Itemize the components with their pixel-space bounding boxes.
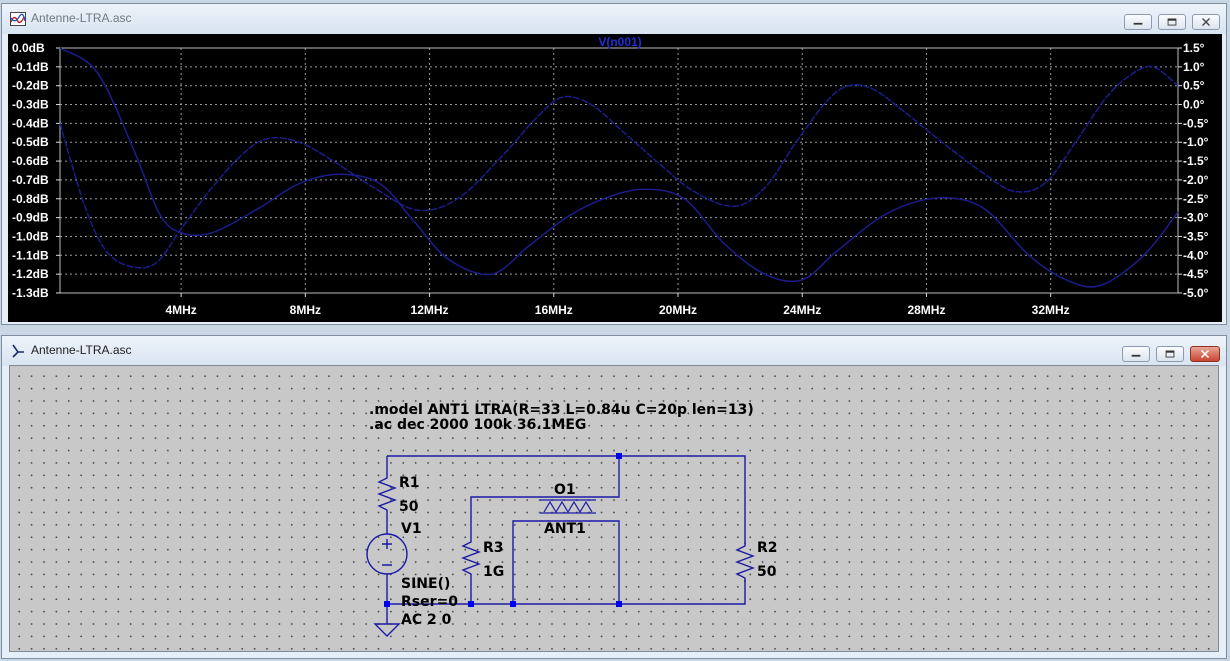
y-left-tick-label: 0.0dB bbox=[12, 41, 45, 55]
x-tick-label: 24MHz bbox=[783, 303, 821, 317]
schematic-window-title: Antenne-LTRA.asc bbox=[31, 343, 132, 357]
y-right-tick-label: -0.5° bbox=[1183, 116, 1209, 130]
waveform-titlebar[interactable]: Antenne-LTRA.asc bbox=[2, 4, 1226, 34]
voltage-source-v1[interactable]: V1 SINE() Rser=0 AC 2 0 bbox=[366, 521, 458, 628]
waveform-app-icon bbox=[10, 12, 26, 26]
y-left-tick-label: -0.6dB bbox=[12, 154, 49, 168]
x-tick-label: 12MHz bbox=[411, 303, 449, 317]
minimize-icon bbox=[1131, 354, 1141, 357]
y-right-tick-label: -2.5° bbox=[1183, 192, 1209, 206]
y-left-tick-label: -0.5dB bbox=[12, 135, 49, 149]
wire-r3-top[interactable] bbox=[470, 496, 556, 538]
close-icon bbox=[1200, 349, 1210, 359]
wire-top[interactable] bbox=[387, 455, 746, 544]
phase-trace bbox=[59, 65, 1179, 269]
resistor-r3[interactable]: R3 1G bbox=[461, 538, 504, 580]
r2-value: 50 bbox=[757, 564, 777, 580]
resistor-r2[interactable]: R2 50 bbox=[735, 540, 778, 582]
x-tick-label: 4MHz bbox=[165, 303, 196, 317]
wire-o1-bottom-right[interactable] bbox=[594, 520, 620, 604]
waveform-window-title: Antenne-LTRA.asc bbox=[31, 11, 132, 25]
ground-icon[interactable] bbox=[373, 623, 401, 637]
y-right-tick-label: 0.5° bbox=[1183, 79, 1205, 93]
x-tick-label: 28MHz bbox=[907, 303, 945, 317]
y-right-tick-label: -4.0° bbox=[1183, 248, 1209, 262]
transmission-line-o1[interactable]: O1 ANT1 bbox=[540, 482, 596, 537]
x-tick-label: 20MHz bbox=[659, 303, 697, 317]
y-right-tick-label: -2.0° bbox=[1183, 173, 1209, 187]
resistor-r1[interactable]: R1 50 bbox=[377, 473, 420, 516]
junction bbox=[616, 453, 622, 459]
magnitude-trace bbox=[59, 47, 1179, 288]
o1-value: ANT1 bbox=[544, 521, 586, 537]
y-left-tick-label: -1.1dB bbox=[12, 248, 49, 262]
y-right-tick-label: -4.5° bbox=[1183, 267, 1209, 281]
r2-name: R2 bbox=[757, 540, 778, 556]
wire-bottom[interactable] bbox=[387, 580, 746, 605]
junction bbox=[616, 601, 622, 607]
y-left-tick-label: -0.4dB bbox=[12, 116, 49, 130]
trace-label: V(n001) bbox=[598, 35, 641, 49]
x-tick-label: 16MHz bbox=[535, 303, 573, 317]
y-right-tick-label: -3.0° bbox=[1183, 211, 1209, 225]
wire-o1-top-right[interactable] bbox=[594, 456, 620, 498]
y-left-tick-label: -1.3dB bbox=[12, 286, 49, 300]
y-right-tick-label: 0.0° bbox=[1183, 98, 1205, 112]
y-left-tick-label: -1.0dB bbox=[12, 229, 49, 243]
schematic-app-icon bbox=[12, 344, 24, 358]
plot-frame bbox=[59, 47, 1179, 294]
maximize-icon bbox=[1167, 18, 1177, 26]
x-tick-label: 32MHz bbox=[1032, 303, 1070, 317]
y-right-tick-label: 1.0° bbox=[1183, 60, 1205, 74]
y-right-tick-label: -5.0° bbox=[1183, 286, 1209, 300]
y-left-tick-label: -0.1dB bbox=[12, 60, 49, 74]
wire-o1-bottom-left[interactable] bbox=[512, 520, 556, 604]
minimize-icon bbox=[1133, 22, 1143, 25]
v1-name: V1 bbox=[401, 521, 422, 537]
y-left-tick-label: -0.3dB bbox=[12, 98, 49, 112]
r3-value: 1G bbox=[483, 564, 504, 580]
y-right-tick-label: -1.5° bbox=[1183, 154, 1209, 168]
r1-value: 50 bbox=[399, 499, 419, 515]
model-directive[interactable]: .model ANT1 LTRA(R=33 L=0.84u C=20p len=… bbox=[369, 402, 754, 418]
junction-dots bbox=[384, 453, 622, 607]
bode-plot[interactable]: 0.0dB -0.1dB -0.2dB -0.3dB -0.4dB -0.5dB -0.6d… bbox=[8, 34, 1224, 322]
r1-name: R1 bbox=[399, 475, 420, 491]
waveform-plot-pane[interactable]: 0.0dB -0.1dB -0.2dB -0.3dB -0.4dB -0.5dB -0.6d… bbox=[8, 34, 1222, 322]
maximize-button[interactable] bbox=[1158, 14, 1186, 30]
x-tick-label: 8MHz bbox=[290, 303, 321, 317]
y-left-tick-label: -0.9dB bbox=[12, 211, 49, 225]
v1-rser: Rser=0 bbox=[401, 594, 458, 610]
junction bbox=[468, 601, 474, 607]
wires bbox=[386, 455, 746, 624]
schematic-canvas[interactable]: .model ANT1 LTRA(R=33 L=0.84u C=20p len=… bbox=[9, 365, 1219, 652]
junction bbox=[510, 601, 516, 607]
r3-name: R3 bbox=[483, 540, 504, 556]
schematic-drawing[interactable]: .model ANT1 LTRA(R=33 L=0.84u C=20p len=… bbox=[10, 366, 1220, 653]
close-button[interactable] bbox=[1190, 346, 1220, 362]
ac-directive[interactable]: .ac dec 2000 100k 36.1MEG bbox=[369, 417, 586, 433]
junction bbox=[384, 601, 390, 607]
schematic-titlebar[interactable]: Antenne-LTRA.asc bbox=[2, 336, 1226, 366]
y-left-tick-label: -0.2dB bbox=[12, 79, 49, 93]
maximize-button[interactable] bbox=[1156, 346, 1184, 362]
y-right-tick-label: 1.5° bbox=[1183, 41, 1205, 55]
y-right-tick-label: -3.5° bbox=[1183, 229, 1209, 243]
schematic-window: Antenne-LTRA.asc .model ANT1 LTRA(R=33 L… bbox=[1, 335, 1227, 659]
close-icon bbox=[1202, 18, 1210, 26]
minimize-button[interactable] bbox=[1122, 346, 1150, 362]
maximize-icon bbox=[1165, 350, 1175, 358]
close-button[interactable] bbox=[1192, 14, 1220, 30]
y-right-tick-label: -1.0° bbox=[1183, 135, 1209, 149]
v1-value: SINE() bbox=[401, 576, 450, 592]
waveform-window: Antenne-LTRA.asc 0.0dB -0.1dB -0.2dB -0.3dB… bbox=[1, 3, 1227, 325]
minimize-button[interactable] bbox=[1124, 14, 1152, 30]
y-left-tick-label: -1.2dB bbox=[12, 267, 49, 281]
v1-ac: AC 2 0 bbox=[401, 612, 452, 628]
o1-name: O1 bbox=[554, 482, 576, 498]
y-left-tick-label: -0.8dB bbox=[12, 192, 49, 206]
y-left-tick-label: -0.7dB bbox=[12, 173, 49, 187]
